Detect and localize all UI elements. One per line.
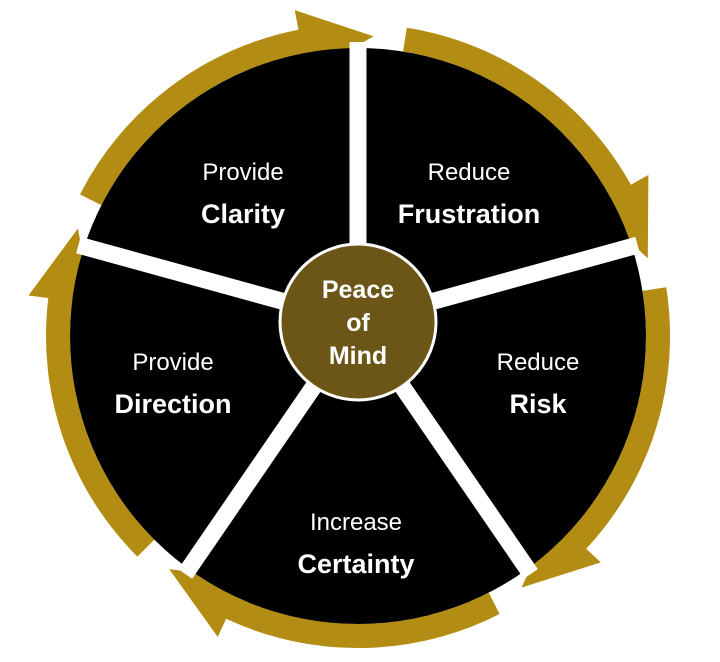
hub-label-line3: Mind: [329, 342, 387, 370]
segment-increase-certainty: Increase Certainty: [297, 509, 414, 579]
segment-label-line1: Reduce: [428, 159, 511, 186]
segment-label-line2: Risk: [509, 389, 567, 419]
segment-label-line1: Reduce: [497, 349, 580, 376]
cycle-arrow: [80, 10, 374, 206]
segment-reduce-risk: Reduce Risk: [497, 349, 580, 419]
segment-label-line2: Clarity: [201, 199, 285, 229]
segment-label-line1: Provide: [202, 159, 283, 186]
segment-label-line2: Frustration: [398, 199, 541, 229]
segment-label-line2: Direction: [114, 389, 231, 419]
hub-circle: [278, 242, 438, 402]
hub-peace-of-mind: Peace of Mind: [278, 242, 438, 402]
segment-provide-direction: Provide Direction: [114, 349, 231, 419]
segment-label-line1: Provide: [132, 349, 213, 376]
hub-label-line1: Peace: [322, 276, 394, 304]
segment-label-line1: Increase: [310, 509, 402, 536]
segment-provide-clarity: Provide Clarity: [201, 159, 285, 229]
segment-label-line2: Certainty: [297, 549, 414, 579]
cycle-arrow: [28, 228, 155, 557]
hub-label-line2: of: [346, 309, 370, 337]
segment-reduce-frustration: Reduce Frustration: [398, 159, 541, 229]
cycle-arrow: [169, 569, 500, 649]
